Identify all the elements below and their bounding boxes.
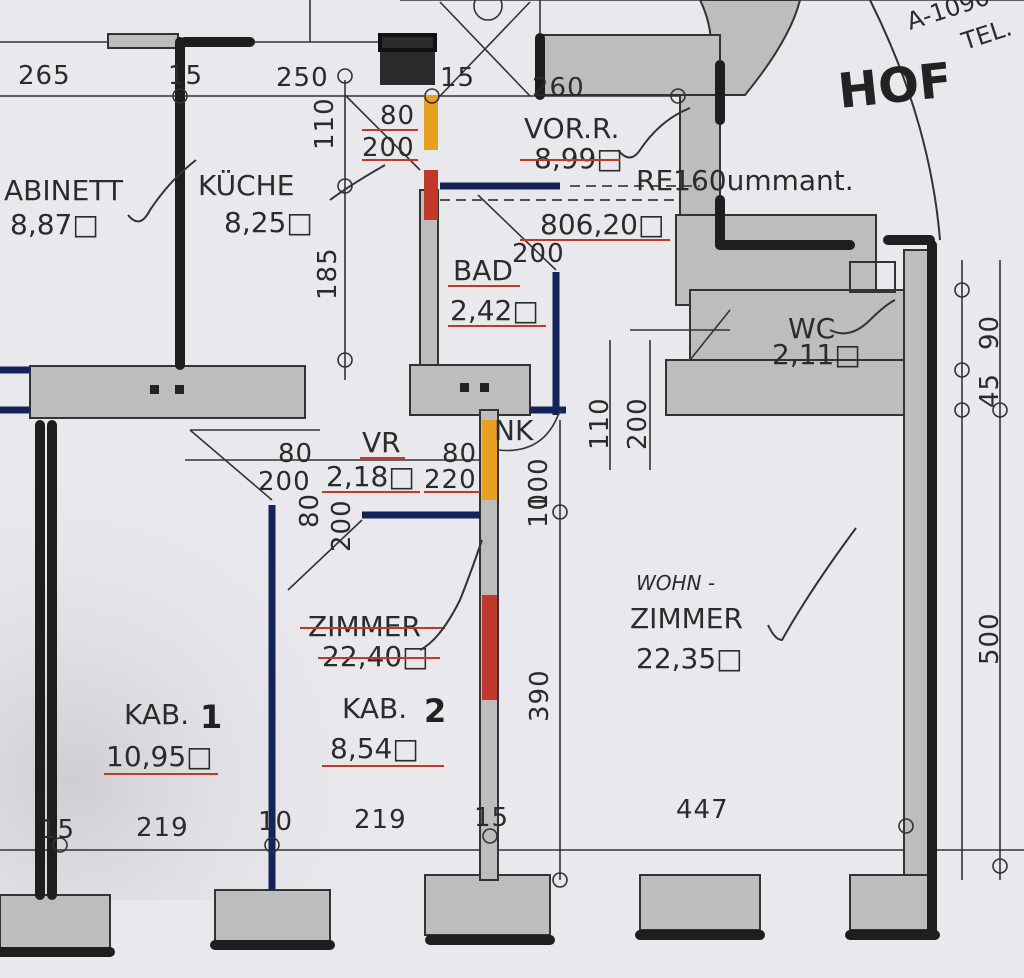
room-nk: NK	[494, 414, 534, 447]
room-kab1-number: 1	[200, 698, 222, 736]
vent-mark	[460, 383, 469, 392]
chimney-block	[380, 35, 435, 85]
dim-bot-219b: 219	[354, 805, 407, 835]
dim-door-kab2-h: 200	[327, 499, 357, 552]
dim-door-nk-h: 220	[424, 465, 477, 495]
dim-bot-15a: 15	[40, 815, 75, 845]
dim-390: 390	[525, 669, 555, 722]
dim-bot-15b: 15	[474, 803, 509, 833]
dim-265: 265	[18, 61, 71, 91]
dim-bot-219a: 219	[136, 813, 189, 843]
room-kab2-area: 8,54□	[330, 732, 419, 765]
dimension-markers	[52, 68, 1008, 888]
checkmark-icon	[767, 527, 857, 642]
door-swings	[189, 0, 731, 591]
dim-nk-10: 10	[524, 493, 554, 528]
room-wc-name: WC	[788, 312, 835, 345]
room-wohn-hand: WOHN -	[636, 571, 715, 595]
dim-15a: 15	[168, 61, 203, 91]
dim-15b: 15	[440, 63, 475, 93]
dim-nk-100: 100	[524, 457, 554, 510]
shadow-area	[0, 420, 480, 900]
fenster-label: 806,20□	[540, 208, 664, 241]
door-mark-orange-mid	[482, 420, 497, 500]
dim-260: 260	[532, 73, 585, 103]
dim-door-nk-w: 80	[442, 439, 477, 469]
vent-mark	[175, 385, 184, 394]
chimney-outline	[378, 33, 437, 52]
dim-185: 185	[313, 247, 343, 300]
door-mark-red-top	[424, 170, 438, 220]
room-bad-name: BAD	[453, 254, 513, 287]
room-wohn-name: ZIMMER	[630, 602, 743, 635]
room-zimmer-old-area: 22,40□	[322, 640, 429, 673]
vent-mark	[150, 385, 159, 394]
dim-door-kuche-w: 80	[380, 101, 415, 131]
ink-walls	[0, 33, 940, 957]
dim-door-bad-h: 200	[512, 239, 565, 269]
dim-bot-10: 10	[258, 807, 293, 837]
corner-text-2: TEL.	[957, 13, 1015, 56]
new-walls	[0, 182, 566, 890]
dim-bot-447: 447	[676, 795, 729, 825]
checkmark-icon	[419, 539, 483, 651]
room-vorraum-name: VOR.R.	[524, 112, 619, 145]
dim-250: 250	[276, 63, 329, 93]
dim-door-kuche-h: 200	[362, 133, 415, 163]
room-kab1-name: KAB.	[124, 698, 189, 731]
dim-door-vr-w: 80	[278, 439, 313, 469]
room-kabinett-name: ABINETT	[4, 174, 124, 207]
door-mark-orange-top	[424, 95, 438, 150]
room-bad-area: 2,42□	[450, 294, 539, 327]
dim-110-top: 110	[310, 97, 340, 150]
dim-door-kab2-w: 80	[295, 493, 325, 528]
room-kab1-area: 10,95□	[106, 740, 213, 773]
reummant-label: RE160ummant.	[636, 164, 854, 197]
room-zimmer-old-name: ZIMMER	[308, 610, 421, 643]
room-vr-name: VR	[362, 426, 401, 459]
room-kuche-area: 8,25□	[224, 206, 313, 239]
door-mark-red-mid	[482, 595, 497, 700]
room-wohn-area: 22,35□	[636, 642, 743, 675]
checkmark-icon	[127, 159, 197, 223]
checkmark-icon	[617, 107, 691, 159]
dim-200-mid: 200	[623, 397, 653, 450]
room-kab2-number: 2	[424, 692, 446, 730]
room-wc-area: 2,11□	[772, 338, 861, 371]
room-vorraum-area: 8,99□	[534, 142, 623, 175]
room-kab2-name: KAB.	[342, 692, 407, 725]
dim-45: 45	[975, 373, 1005, 408]
dim-90: 90	[975, 315, 1005, 350]
room-kabinett-area: 8,87□	[10, 208, 99, 241]
dim-110-mid: 110	[585, 397, 615, 450]
hof-label: HOF	[835, 52, 954, 120]
checkmark-icon	[329, 164, 386, 201]
property-line	[869, 0, 941, 241]
room-vr-area: 2,18□	[326, 460, 415, 493]
room-kuche-name: KÜCHE	[198, 168, 294, 202]
dim-door-vr-h: 200	[258, 467, 311, 497]
checkmark-icon	[829, 299, 896, 335]
vent-mark	[480, 383, 489, 392]
dim-500: 500	[975, 612, 1005, 665]
